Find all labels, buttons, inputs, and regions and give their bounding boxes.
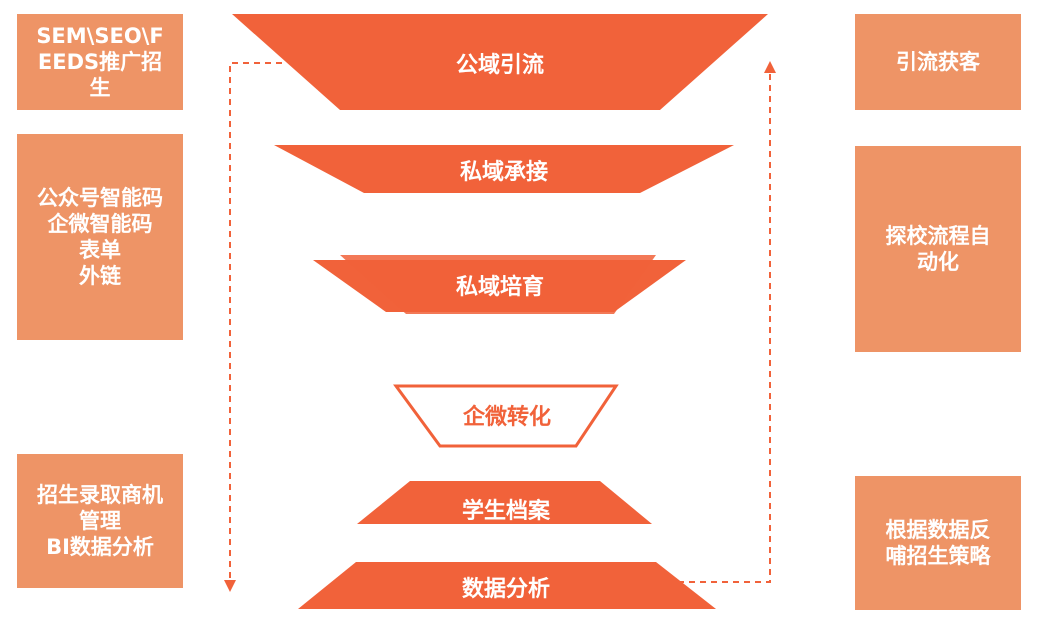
stage-shape-wecom-conversion xyxy=(393,384,619,448)
right-box-visit-automation-text: 探校流程自 动化 xyxy=(885,224,991,274)
stage-shape-private-intake xyxy=(274,145,734,193)
stage-label-wecom-conversion: 企微转化 xyxy=(462,405,552,430)
stage-shape-data-analysis xyxy=(298,562,716,609)
stage-shape-private-nurture-layer xyxy=(340,255,656,314)
right-box-data-feedback-text: 根据数据反 哺招生策略 xyxy=(885,518,991,568)
stage-label-private-nurture: 私域培育 xyxy=(455,275,545,300)
stage-label-private-intake: 私域承接 xyxy=(459,160,549,185)
right-dashed-flow-line xyxy=(678,72,771,583)
left-box-capture-tools-text: 公众号智能码 企微智能码 表单 外链 xyxy=(37,186,163,288)
left-box-ad-channels-text: SEM\SEO\F EEDS推广招 生 xyxy=(36,24,164,100)
left-arrowhead xyxy=(224,580,236,592)
left-box-ad-channels: SEM\SEO\F EEDS推广招 生 xyxy=(17,14,183,110)
left-box-admissions-bi: 招生录取商机 管理 BI数据分析 xyxy=(17,454,183,588)
stage-shape-public-traffic xyxy=(232,14,768,110)
stage-label-public-traffic: 公域引流 xyxy=(455,53,545,78)
stage-label-student-records: 学生档案 xyxy=(461,499,551,524)
right-box-visit-automation: 探校流程自 动化 xyxy=(855,146,1021,352)
right-box-traffic-acquisition-text: 引流获客 xyxy=(896,50,980,74)
stage-shape-student-records xyxy=(357,481,652,524)
left-box-admissions-bi-text: 招生录取商机 管理 BI数据分析 xyxy=(37,483,163,559)
right-arrowhead xyxy=(764,61,776,73)
right-box-traffic-acquisition: 引流获客 xyxy=(855,14,1021,110)
stage-label-data-analysis: 数据分析 xyxy=(461,577,551,602)
left-dashed-flow-line xyxy=(229,62,282,583)
right-box-data-feedback: 根据数据反 哺招生策略 xyxy=(855,476,1021,610)
left-box-capture-tools: 公众号智能码 企微智能码 表单 外链 xyxy=(17,134,183,340)
